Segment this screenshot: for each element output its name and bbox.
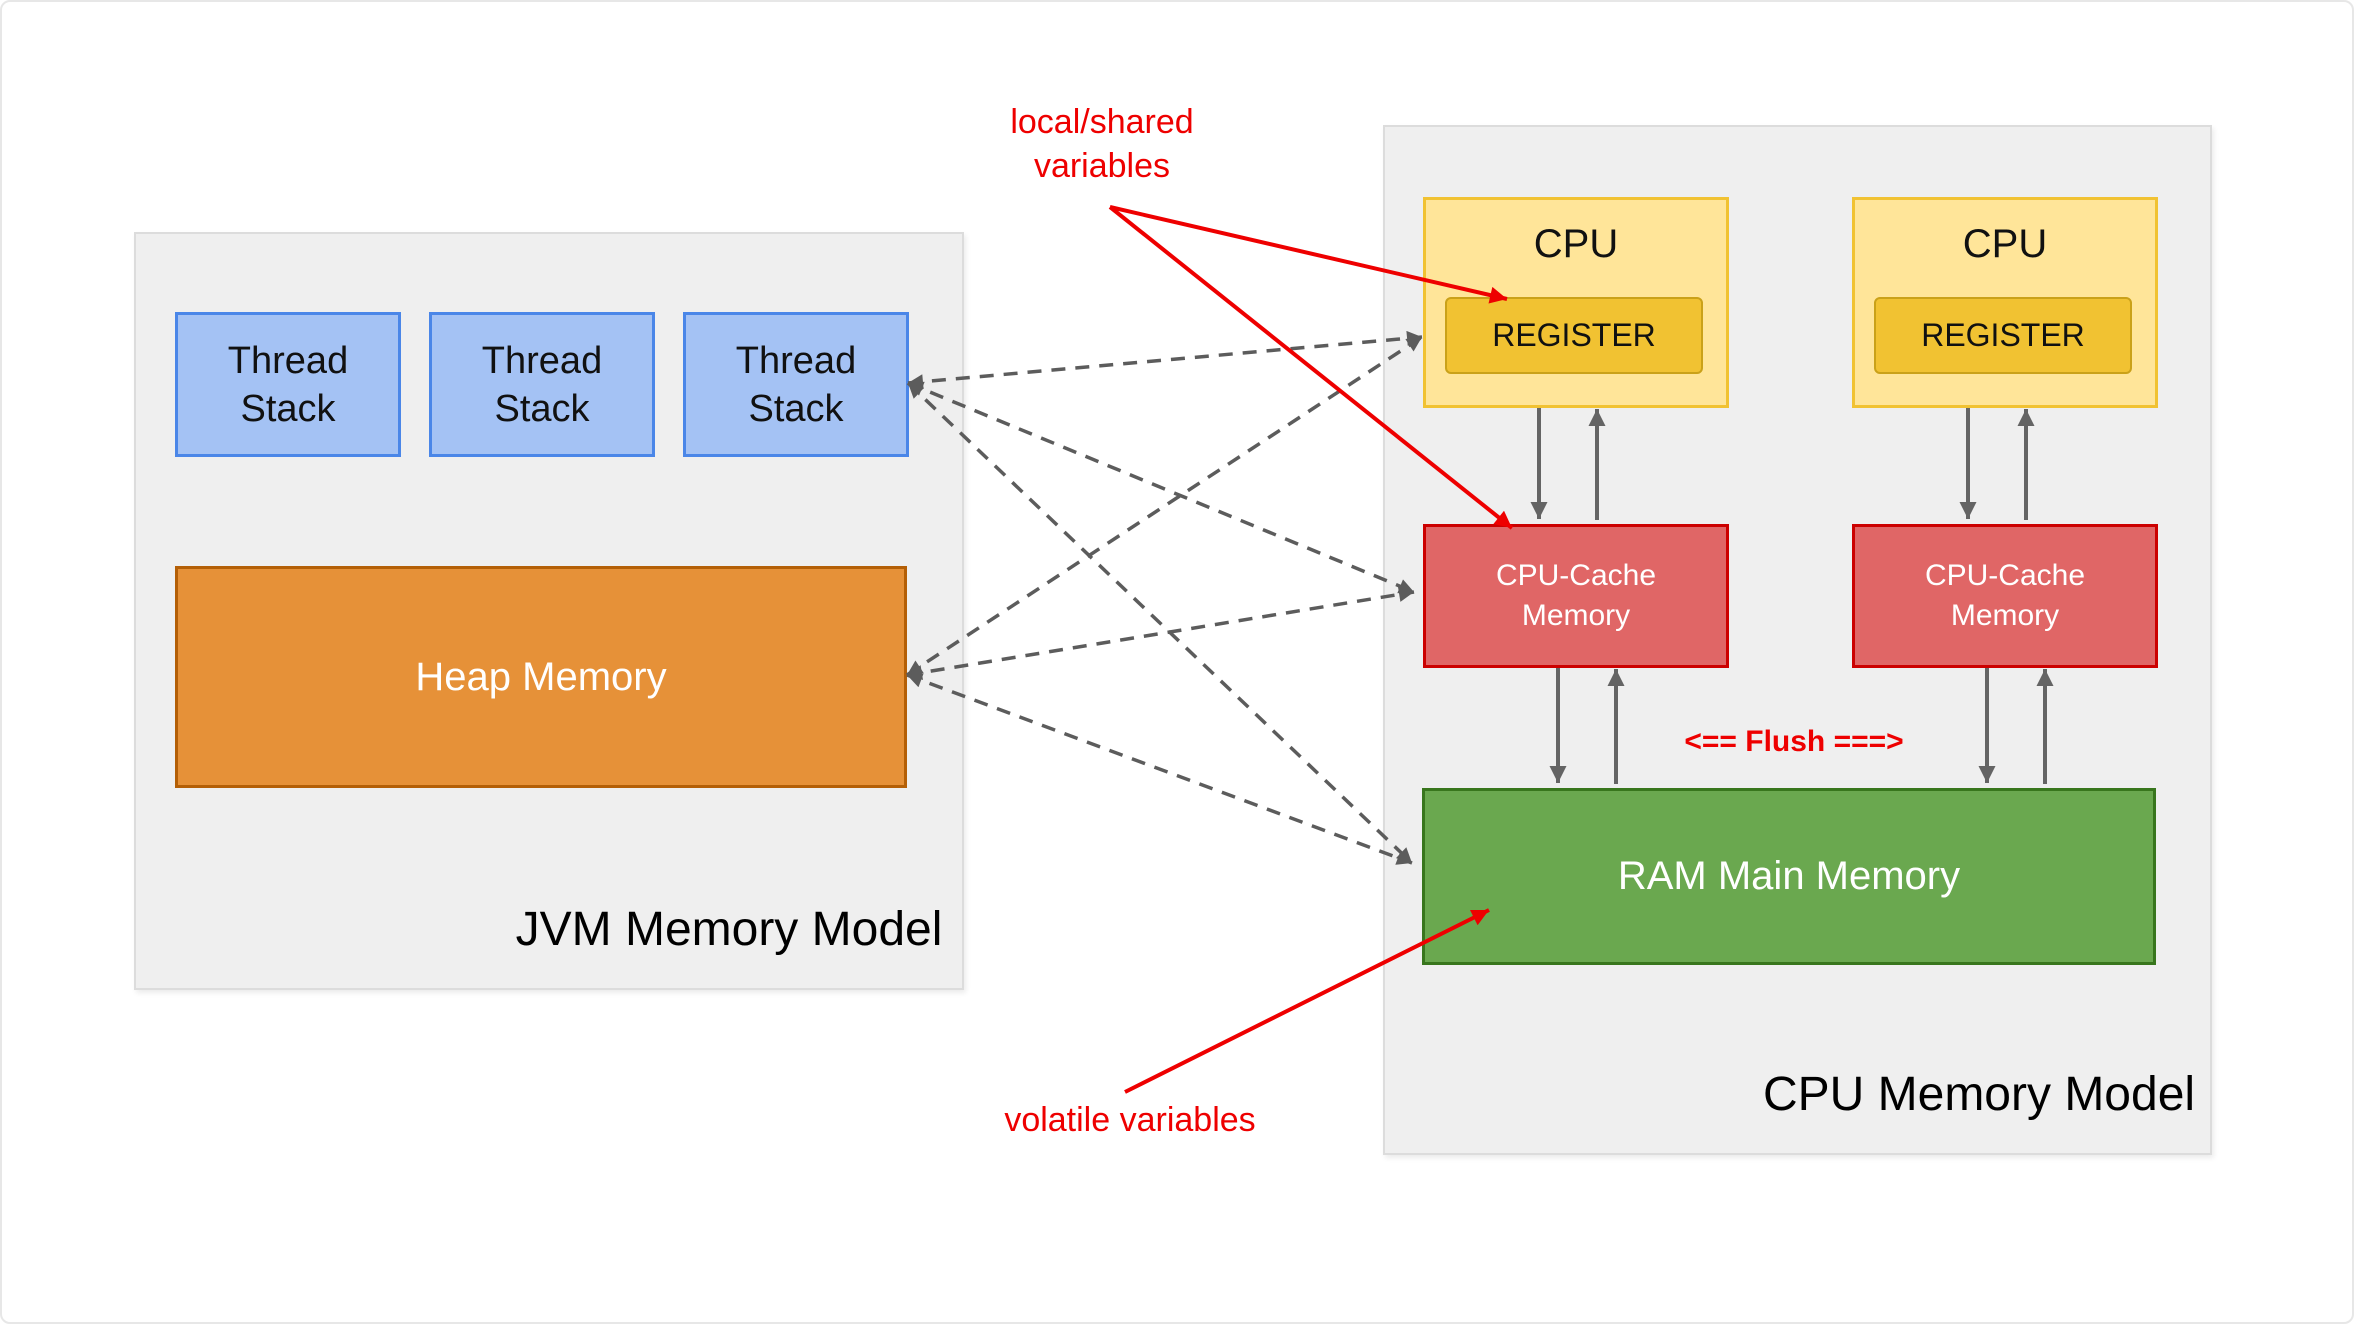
cpu-label: CPU [1962, 222, 2048, 266]
jvm-panel-title: JVM Memory Model [515, 903, 943, 956]
ram-label: RAM Main Memory [1617, 854, 1961, 898]
dashed-arrow-heap-to-ram [906, 673, 1413, 865]
jvm-memory-model-panel: Thread Stack Thread Stack Thread Stack H… [134, 232, 964, 990]
thread-stack-box-1: Thread Stack [175, 312, 401, 457]
dashed-arrow-thread-stack-3-to-ram [906, 381, 1414, 865]
cpu-cache-label: CPU-Cache Memory [1924, 559, 2086, 632]
cpu-box-1: CPU REGISTER [1423, 197, 1729, 408]
dashed-arrow-heap-to-cpu1-register [906, 335, 1423, 677]
cpu-label: CPU [1533, 222, 1619, 266]
cpu-cache-box-1: CPU-Cache Memory [1423, 524, 1729, 668]
cpu-cache-box-2: CPU-Cache Memory [1852, 524, 2158, 668]
dashed-arrow-thread-stack-3-to-cpu1-cache [907, 381, 1415, 594]
flush-annotation: <== Flush ===> [1684, 725, 1904, 758]
register-label: REGISTER [1492, 317, 1656, 353]
thread-stack-label: Thread Stack [481, 339, 603, 430]
cpu-box-2: CPU REGISTER [1852, 197, 2158, 408]
register-box-2: REGISTER [1874, 297, 2132, 374]
local-shared-variables-label: local/shared variables [1010, 103, 1194, 185]
volatile-variables-label: volatile variables [1004, 1101, 1256, 1139]
thread-stack-label: Thread Stack [735, 339, 857, 430]
heap-memory-box: Heap Memory [175, 566, 907, 788]
ram-main-memory-box: RAM Main Memory [1422, 788, 2156, 965]
thread-stack-box-2: Thread Stack [429, 312, 655, 457]
cpu-memory-model-panel: CPU REGISTER CPU REGISTER CPU-Cache Memo… [1383, 125, 2212, 1155]
heap-memory-label: Heap Memory [415, 654, 667, 699]
thread-stack-box-3: Thread Stack [683, 312, 909, 457]
register-label: REGISTER [1921, 317, 2085, 353]
dashed-arrow-thread-stack-3-to-cpu1-register [907, 330, 1423, 390]
cpu-panel-title: CPU Memory Model [1762, 1068, 2196, 1121]
cpu-cache-label: CPU-Cache Memory [1495, 559, 1657, 632]
register-box-1: REGISTER [1445, 297, 1703, 374]
thread-stack-label: Thread Stack [227, 339, 349, 430]
dashed-arrow-heap-to-cpu1-cache [906, 587, 1415, 680]
